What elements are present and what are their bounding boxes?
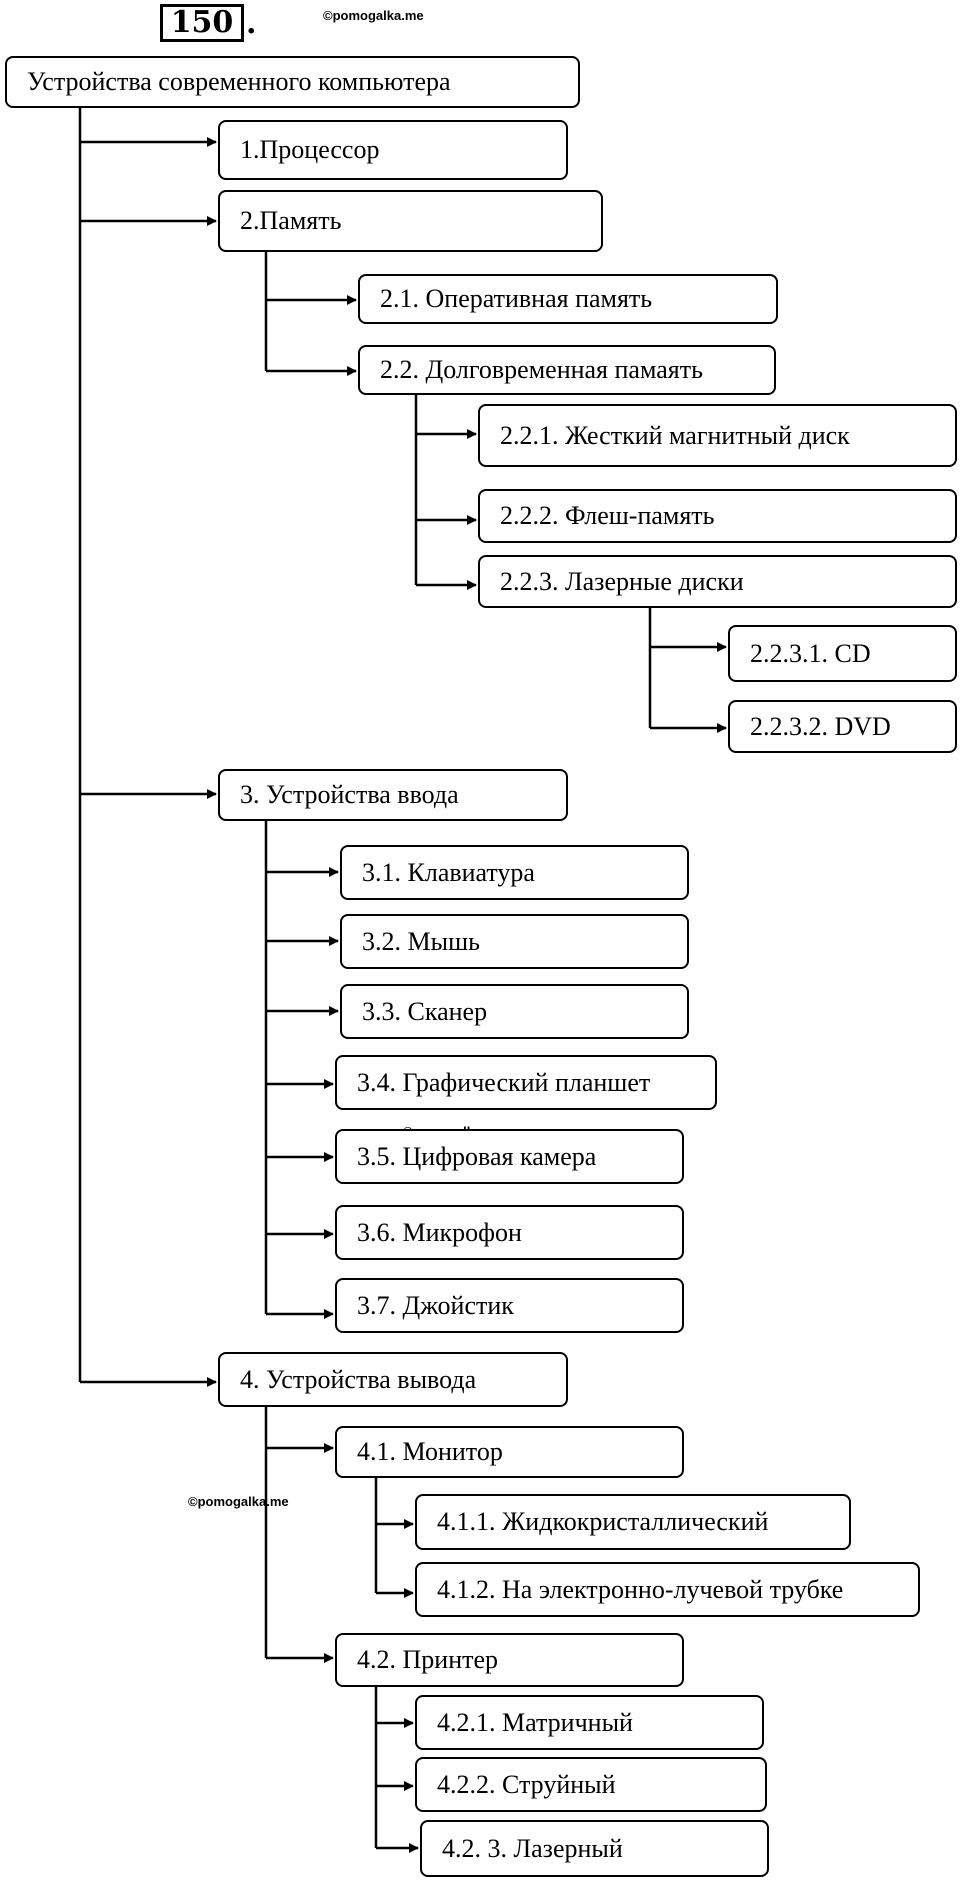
node-3-2-label: 3.2. Мышь bbox=[362, 926, 480, 956]
node-3-3: 3.3. Сканер bbox=[340, 984, 689, 1039]
node-4: 4. Устройства вывода bbox=[218, 1352, 568, 1407]
node-root-label: Устройства современного компьютера bbox=[27, 67, 451, 96]
node-root: Устройства современного компьютера bbox=[5, 56, 580, 108]
node-4-1-2-label: 4.1.2. На электронно-лучевой трубке bbox=[437, 1574, 844, 1604]
node-4-2-1-label: 4.2.1. Матричный bbox=[437, 1707, 633, 1737]
node-4-2-label: 4.2. Принтер bbox=[357, 1645, 499, 1674]
node-2-2-1-label: 2.2.1. Жесткий магнитный диск bbox=[500, 420, 850, 450]
node-2-2-3-1-label: 2.2.3.1. CD bbox=[750, 638, 871, 668]
node-4-1-2: 4.1.2. На электронно-лучевой трубке bbox=[415, 1562, 920, 1617]
node-4-1-label: 4.1. Монитор bbox=[357, 1437, 503, 1466]
node-3-1-label: 3.1. Клавиатура bbox=[362, 857, 535, 887]
node-4-1-1-label: 4.1.1. Жидкокристаллический bbox=[437, 1507, 769, 1536]
node-4-1-1: 4.1.1. Жидкокристаллический bbox=[415, 1494, 851, 1550]
node-3-6: 3.6. Микрофон bbox=[335, 1205, 684, 1260]
node-2-2-3-label: 2.2.3. Лазерные диски bbox=[500, 566, 744, 596]
node-3: 3. Устройства ввода bbox=[218, 769, 568, 821]
exercise-number-dot: . bbox=[246, 6, 257, 41]
node-2: 2.Память bbox=[218, 190, 603, 252]
node-1-label: 1.Процессор bbox=[240, 135, 380, 164]
node-2-2-2: 2.2.2. Флеш-память bbox=[478, 489, 957, 543]
node-4-2: 4.2. Принтер bbox=[335, 1633, 684, 1687]
node-2-2-label: 2.2. Долговременная памаять bbox=[380, 355, 703, 384]
node-3-5-label: 3.5. Цифровая камера bbox=[357, 1141, 597, 1171]
node-2-2-3-2: 2.2.3.2. DVD bbox=[728, 700, 957, 753]
node-2-1-label: 2.1. Оперативная память bbox=[380, 284, 653, 313]
node-2-2-3-2-label: 2.2.3.2. DVD bbox=[750, 711, 891, 741]
node-3-4: 3.4. Графический планшет bbox=[335, 1055, 717, 1110]
node-2-2-2-label: 2.2.2. Флеш-память bbox=[500, 501, 715, 530]
node-3-7-label: 3.7. Джойстик bbox=[357, 1290, 514, 1320]
node-3-6-label: 3.6. Микрофон bbox=[357, 1217, 522, 1247]
watermark-top: ©pomogalka.me bbox=[323, 8, 424, 23]
exercise-number: 150 bbox=[160, 4, 244, 42]
node-3-3-label: 3.3. Сканер bbox=[362, 996, 488, 1026]
node-3-5: 3.5. Цифровая камера bbox=[335, 1129, 684, 1184]
node-4-2-2-label: 4.2.2. Струйный bbox=[437, 1769, 616, 1799]
node-2-2-3-1: 2.2.3.1. CD bbox=[728, 625, 957, 682]
node-2-2-3: 2.2.3. Лазерные диски bbox=[478, 555, 957, 608]
node-3-label: 3. Устройства ввода bbox=[240, 780, 459, 809]
node-4-2-2: 4.2.2. Струйный bbox=[415, 1757, 767, 1812]
watermark-bottom: ©pomogalka.me bbox=[188, 1494, 289, 1509]
node-3-7: 3.7. Джойстик bbox=[335, 1278, 684, 1333]
node-4-2-3-label: 4.2. 3. Лазерный bbox=[442, 1833, 623, 1863]
node-3-2: 3.2. Мышь bbox=[340, 914, 689, 969]
node-3-4-label: 3.4. Графический планшет bbox=[357, 1067, 651, 1097]
node-2-2-1: 2.2.1. Жесткий магнитный диск bbox=[478, 404, 957, 467]
node-4-1: 4.1. Монитор bbox=[335, 1426, 684, 1478]
node-3-1: 3.1. Клавиатура bbox=[340, 845, 689, 900]
node-4-2-3: 4.2. 3. Лазерный bbox=[420, 1820, 769, 1877]
node-1: 1.Процессор bbox=[218, 120, 568, 180]
node-2-1: 2.1. Оперативная память bbox=[358, 274, 778, 324]
node-2-label: 2.Память bbox=[240, 206, 342, 235]
node-2-2: 2.2. Долговременная памаять bbox=[358, 345, 776, 395]
node-4-2-1: 4.2.1. Матричный bbox=[415, 1695, 764, 1750]
node-4-label: 4. Устройства вывода bbox=[240, 1364, 477, 1394]
